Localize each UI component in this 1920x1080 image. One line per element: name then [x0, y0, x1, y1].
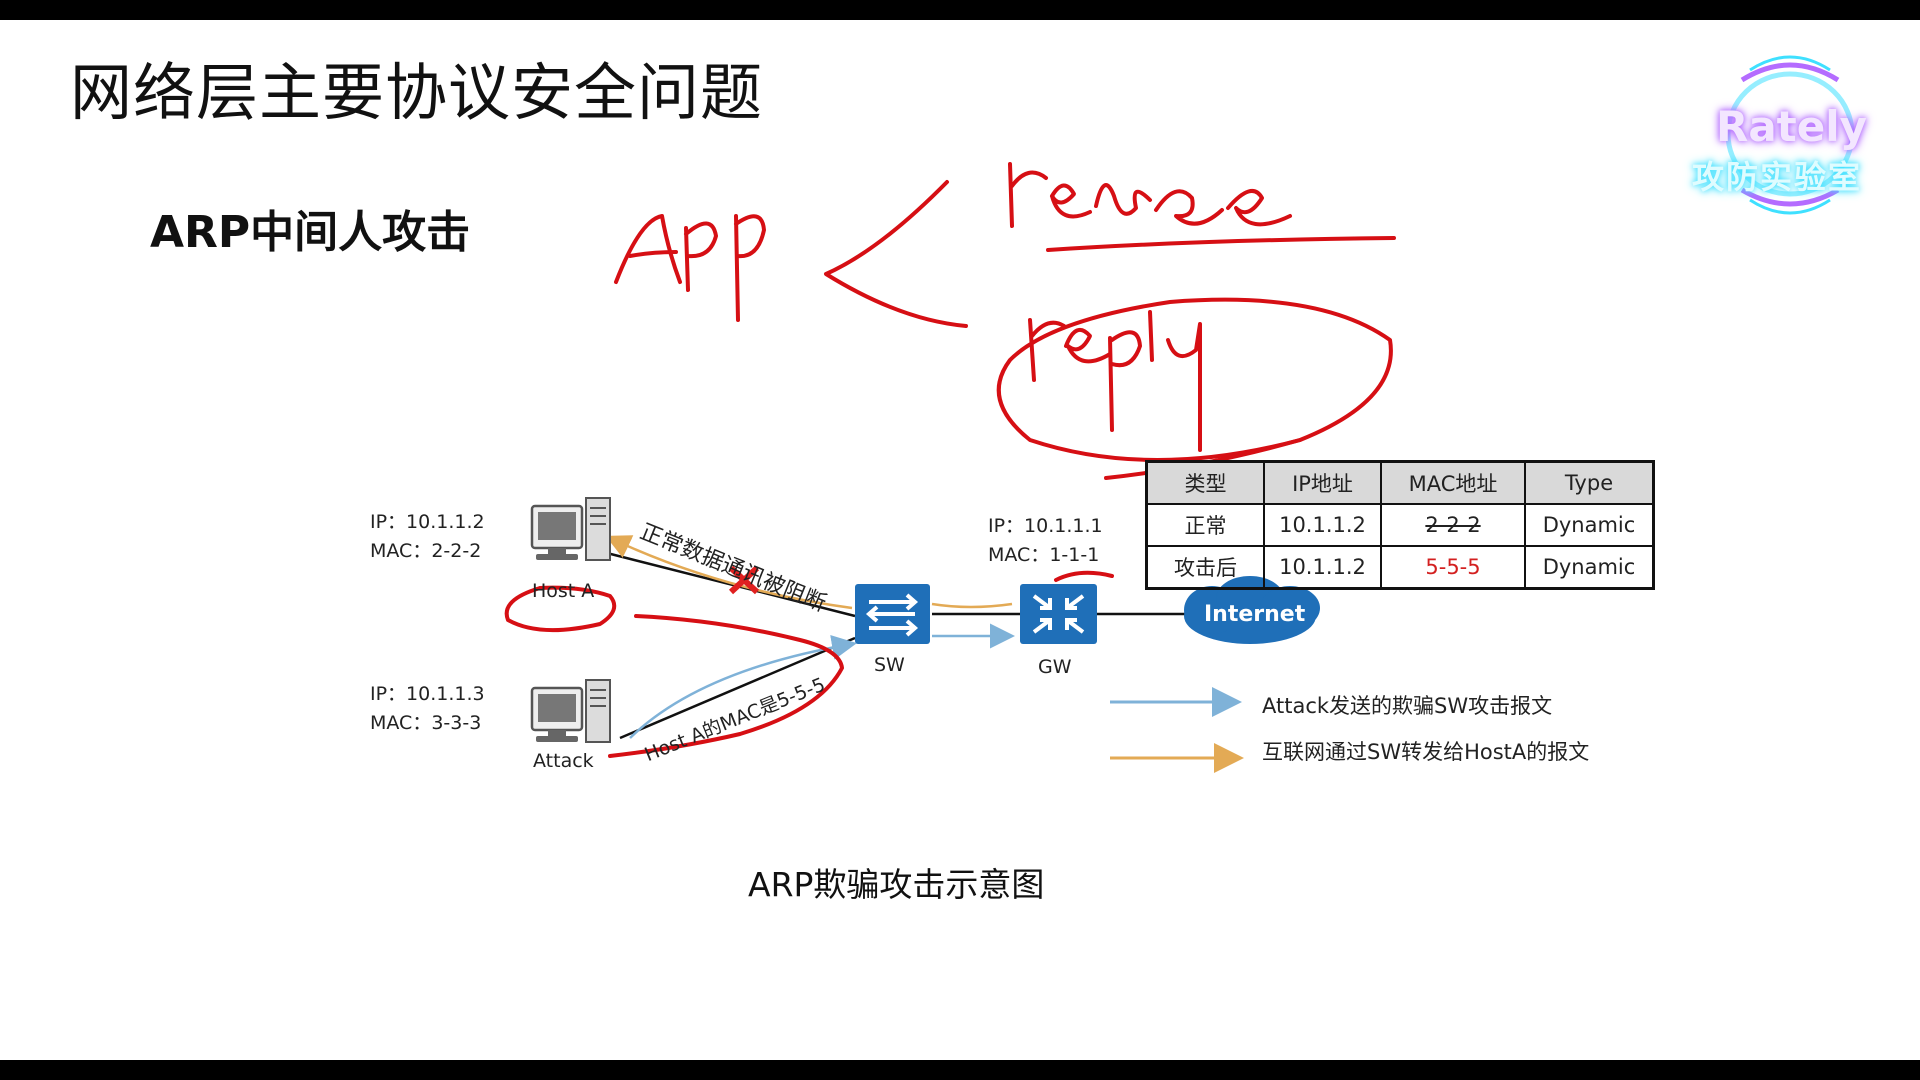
table-cell: 正常: [1145, 503, 1265, 547]
handwritten-annotations: [504, 162, 1396, 758]
attack-info: IP：10.1.1.3 MAC：3-3-3: [370, 680, 485, 738]
link-attack-sw: [619, 636, 856, 740]
hosta-ip: IP：10.1.1.2: [370, 511, 485, 533]
ink-A-bar: [628, 250, 678, 258]
computer-icon-attack: [530, 679, 611, 743]
table-row: 攻击后 10.1.1.2 5-5-5 Dynamic: [1145, 545, 1655, 590]
ink-reply-3: [1108, 330, 1142, 432]
orange-flow-gw-sw: [931, 602, 1013, 609]
gw-label: GW: [1038, 656, 1072, 678]
gw-mac: MAC：1-1-1: [988, 541, 1103, 570]
ink-release-underline: [1046, 236, 1396, 252]
bottom-black-bar: [0, 1060, 1920, 1080]
legend-attack-text: Attack发送的欺骗SW攻击报文: [1262, 694, 1553, 718]
ink-p: [734, 214, 766, 322]
attack-mac: MAC：3-3-3: [370, 712, 482, 734]
logo-tagline: 攻防实验室: [1692, 158, 1863, 196]
hosta-mac: MAC：2-2-2: [370, 540, 482, 562]
table-header-cell: Type: [1524, 460, 1655, 505]
ink-spoof-stroke: [608, 614, 844, 758]
link-hosta-sw: [594, 548, 856, 618]
orange-flow-sw-hosta: [605, 535, 853, 610]
switch-icon: [855, 584, 930, 644]
ink-reply-circle: [996, 297, 1393, 462]
page-title: 网络层主要协议安全问题: [70, 56, 764, 129]
gw-mac-value: 1-1-1: [1049, 544, 1100, 566]
sw-label: SW: [874, 654, 905, 676]
table-cell: 10.1.1.2: [1263, 545, 1382, 590]
ink-release-1: [1008, 162, 1048, 228]
ink-reply-4: [1148, 310, 1154, 362]
logo-brand: Rately: [1716, 102, 1868, 151]
ink-reply-1: [1028, 318, 1066, 382]
ink-reply-2: [1064, 327, 1112, 364]
gw-mac-prefix: MAC：: [988, 544, 1050, 566]
attack-label: Attack: [533, 750, 594, 772]
hosta-label: Host A: [532, 580, 595, 602]
ink-A: [614, 214, 682, 284]
table-cell: 攻击后: [1145, 545, 1265, 590]
table-cell: Dynamic: [1524, 545, 1655, 590]
attack-ip: IP：10.1.1.3: [370, 683, 485, 705]
ink-gw-mac-underline: [1054, 570, 1114, 582]
ink-reply-5: [1166, 322, 1202, 452]
ink-release-5: [1226, 188, 1292, 227]
gw-info: IP：10.1.1.1 MAC：1-1-1: [988, 512, 1103, 570]
table-row: 正常 10.1.1.2 2-2-2 Dynamic: [1145, 503, 1655, 547]
diagram-caption: ARP欺骗攻击示意图: [748, 865, 1045, 904]
ink-release-2: [1050, 183, 1092, 219]
ink-release-4: [1154, 189, 1224, 226]
internet-label: Internet: [1204, 602, 1306, 627]
table-header-row: 类型 IP地址 MAC地址 Type: [1145, 460, 1655, 505]
hosta-info: IP：10.1.1.2 MAC：2-2-2: [370, 508, 485, 566]
top-black-bar: [0, 0, 1920, 20]
section-heading: ARP中间人攻击: [150, 207, 471, 258]
blocked-cross-icon: [728, 565, 760, 595]
network-diagram: [504, 162, 1396, 773]
table-cell: 10.1.1.2: [1263, 503, 1382, 547]
ink-hosta-circle: [504, 585, 617, 633]
blue-flow-attack-sw: [629, 635, 857, 739]
table-header-cell: IP地址: [1263, 460, 1382, 505]
table-cell: Dynamic: [1524, 503, 1655, 547]
computer-icon-hosta: [530, 497, 611, 561]
legend-internet-text: 互联网通过SW转发给HostA的报文: [1262, 740, 1590, 764]
table-header-cell: MAC地址: [1380, 460, 1526, 505]
gw-ip: IP：10.1.1.1: [988, 515, 1103, 537]
ink-release-3: [1094, 183, 1152, 216]
ink-angle: [824, 180, 968, 328]
router-icon: [1020, 584, 1097, 644]
rately-logo: Rately 攻防实验室: [1680, 40, 1910, 240]
table-cell: 5-5-5: [1380, 545, 1526, 590]
arp-cache-table: 类型 IP地址 MAC地址 Type 正常 10.1.1.2 2-2-2 Dyn…: [1145, 460, 1655, 590]
slide: 网络层主要协议安全问题 ARP中间人攻击 Rately 攻防实验室: [0, 20, 1920, 1060]
table-header-cell: 类型: [1145, 460, 1265, 505]
table-cell: 2-2-2: [1380, 503, 1526, 547]
ink-r: [684, 221, 718, 292]
